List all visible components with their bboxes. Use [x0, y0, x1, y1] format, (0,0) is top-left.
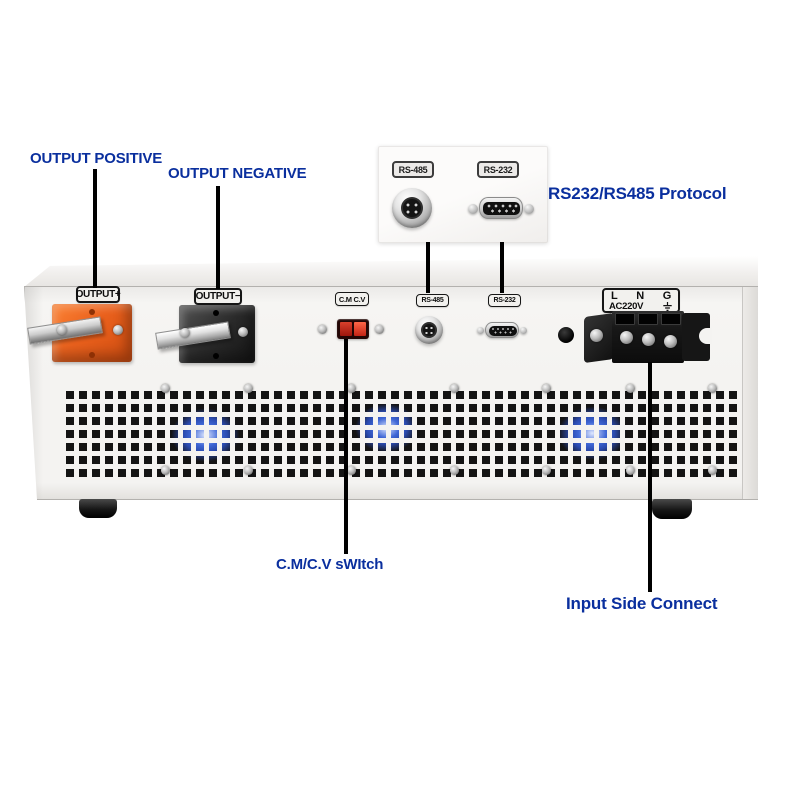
rs232-sticker: RS-232: [488, 294, 521, 307]
lng-letters: L N G: [609, 290, 673, 302]
bolt-hole: [213, 353, 219, 359]
din-connector-pins: [421, 322, 437, 338]
switch-half-cm: [340, 322, 352, 336]
output-positive-sticker: OUTPUT+: [76, 286, 121, 303]
ground-symbol-icon: [663, 301, 672, 311]
io-ports-inset-photo: RS-485 RS-232: [378, 146, 548, 243]
screw: [161, 466, 170, 475]
bolt-hole: [89, 309, 95, 315]
bolt-hole: [213, 310, 219, 316]
leader-line-output-negative: [216, 186, 220, 289]
screw: [347, 466, 356, 475]
screw: [244, 384, 253, 393]
output-positive-connector: [27, 302, 134, 366]
rs485-sticker: RS-485: [416, 294, 449, 307]
wire-slots: [615, 313, 681, 325]
screw: [113, 325, 123, 335]
screw: [626, 466, 635, 475]
wire-slot: [638, 313, 658, 325]
chassis-foot: [652, 499, 692, 519]
ground-terminal-letter: G: [662, 289, 672, 302]
neutral-terminal-letter: N: [636, 289, 644, 302]
screw: [161, 384, 170, 393]
screw: [180, 328, 190, 338]
inset-rs232-label: RS-232: [477, 161, 519, 178]
wire-slot: [615, 313, 635, 325]
chassis-side-face: [742, 287, 758, 499]
db9-jack-nut: [477, 327, 484, 334]
rear-rs232-connector: [477, 322, 527, 339]
ac-terminal-block: [582, 311, 714, 364]
screw: [590, 329, 603, 342]
screw: [244, 466, 253, 475]
screw: [450, 466, 459, 475]
switch-half-cv: [354, 322, 366, 336]
db9-jack-nut: [524, 204, 534, 214]
screw: [375, 325, 384, 334]
leader-line-cv-switch: [344, 339, 348, 554]
screw: [708, 384, 717, 393]
ac-input-sticker: L N G AC220V: [602, 288, 680, 313]
screw: [626, 384, 635, 393]
screw: [238, 327, 248, 337]
terminal-screw: [642, 333, 655, 346]
vent-cols: [66, 391, 739, 479]
db9-shell: [485, 322, 519, 338]
inset-rs485-label: RS-485: [392, 161, 434, 178]
leader-line-inset-rs232: [500, 242, 504, 293]
rs485-din-connector: [392, 188, 432, 228]
leader-line-output-positive: [93, 169, 97, 288]
output-negative-connector: [155, 305, 257, 367]
leader-line-inset-rs485: [426, 242, 430, 293]
db9-pins: [483, 202, 520, 215]
screw: [318, 325, 327, 334]
db9-jack-nut: [520, 327, 527, 334]
din-connector-pins: [401, 197, 423, 219]
wire-slot: [661, 313, 681, 325]
terminal-screw: [664, 335, 677, 348]
rs232-db9-connector: [468, 196, 534, 221]
cm-cv-sticker: C.M C.V: [335, 292, 369, 306]
terminal-screw: [620, 331, 633, 344]
chassis-top-face: [24, 256, 758, 287]
line-terminal-letter: L: [611, 289, 618, 302]
callout-cv-switch: C.M/C.V sWItch: [276, 556, 384, 573]
panel-hole: [558, 327, 574, 343]
leader-line-input-side: [648, 362, 652, 592]
screw: [347, 384, 356, 393]
callout-output-positive: OUTPUT POSITIVE: [30, 150, 163, 167]
screw: [450, 384, 459, 393]
callout-input-side: Input Side Connect: [566, 594, 718, 613]
db9-jack-nut: [468, 204, 478, 214]
screw: [57, 325, 67, 335]
output-negative-sticker: OUTPUT−: [194, 288, 242, 305]
vent-grid: [66, 391, 739, 479]
cm-cv-switch[interactable]: [337, 319, 369, 339]
screw: [542, 466, 551, 475]
bolt-hole: [89, 352, 95, 358]
ac-voltage-label: AC220V: [609, 300, 644, 312]
rear-rs485-connector: [415, 316, 443, 344]
db9-shell: [479, 197, 523, 219]
callout-output-negative: OUTPUT NEGATIVE: [168, 165, 307, 182]
terminal-right-bracket: [682, 313, 712, 361]
db9-pins: [489, 326, 517, 336]
screw: [542, 384, 551, 393]
chassis-foot: [79, 499, 117, 518]
screw: [708, 466, 717, 475]
callout-protocol: RS232/RS485 Protocol: [548, 184, 727, 203]
